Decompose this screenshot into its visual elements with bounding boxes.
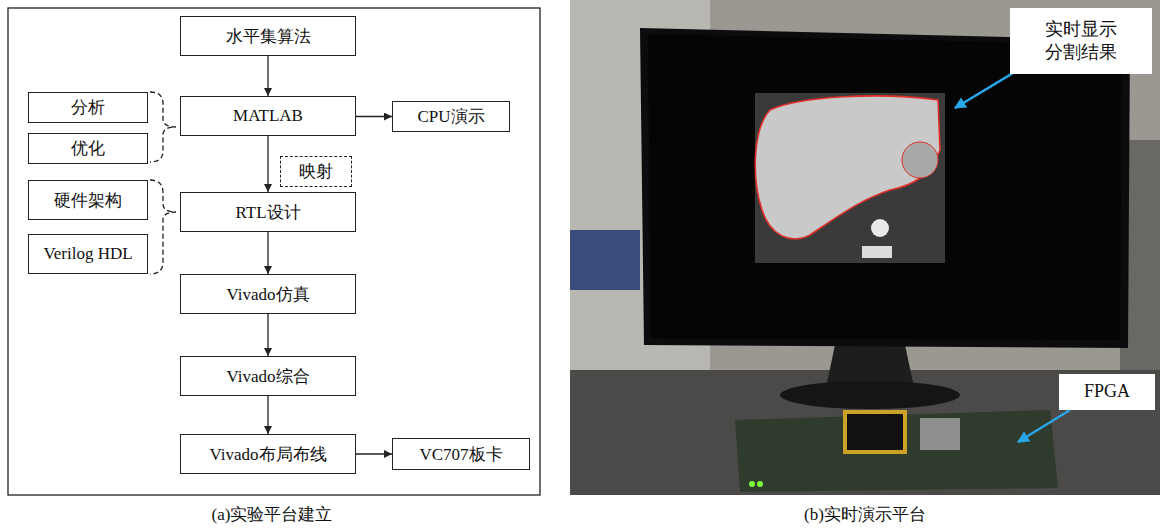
process-box: Vivado布局布线 (180, 434, 356, 474)
spine (862, 246, 892, 258)
dashed-label-box: 映射 (280, 156, 352, 187)
process-box: MATLAB (180, 96, 356, 136)
figure-caption: (b)实时演示平台 (804, 503, 926, 526)
dashed-brace (150, 180, 176, 274)
node-text: VC707板卡 (419, 443, 502, 466)
output-box: VC707板卡 (392, 438, 530, 470)
fpga-chip (845, 412, 905, 452)
node-text: MATLAB (233, 106, 303, 126)
node-text: 水平集算法 (226, 25, 311, 48)
node-text: 映射 (299, 160, 333, 183)
stomach (902, 142, 938, 178)
desk (570, 370, 1160, 495)
books (570, 230, 640, 290)
figure-caption: (a)实验平台建立 (212, 503, 333, 526)
flow-arrow (267, 136, 268, 192)
board-led (749, 481, 755, 487)
callout-arrow (1018, 410, 1070, 442)
dashed-brace (150, 92, 176, 162)
ct-image (755, 93, 945, 263)
callout-box: 实时显示 分割结果 (1010, 8, 1152, 74)
board-connector (920, 418, 960, 450)
node-text: Vivado布局布线 (209, 443, 326, 466)
node-text: CPU演示 (417, 105, 484, 128)
node-text: 实时显示 分割结果 (1041, 18, 1120, 65)
note-box: 优化 (28, 133, 148, 164)
node-text: Vivado仿真 (226, 283, 309, 306)
note-box: 硬件架构 (28, 180, 148, 220)
fpga-board (735, 410, 1058, 492)
wall (570, 0, 1160, 495)
node-text: Vivado综合 (226, 365, 309, 388)
board-led (757, 481, 763, 487)
process-box: RTL设计 (180, 192, 356, 232)
flow-arrow (267, 396, 268, 434)
liver-segmentation (755, 96, 940, 239)
flow-arrow (356, 116, 392, 117)
flow-arrow (356, 453, 392, 454)
node-text: FPGA (1067, 380, 1146, 403)
flow-arrow (267, 232, 268, 274)
flow-arrow (267, 56, 268, 96)
panel-border (8, 8, 540, 495)
node-text: RTL设计 (235, 201, 300, 224)
monitor (640, 28, 1130, 348)
aorta (871, 219, 889, 237)
monitor-base (780, 381, 960, 409)
output-box: CPU演示 (392, 101, 510, 132)
note-box: 分析 (28, 92, 148, 123)
node-text: Verilog HDL (43, 244, 132, 264)
flow-arrow (267, 314, 268, 356)
callout-box: FPGA (1059, 374, 1155, 410)
process-box: Vivado综合 (180, 356, 356, 396)
note-box: Verilog HDL (28, 234, 148, 274)
node-text: 硬件架构 (54, 189, 122, 212)
node-text: 分析 (71, 96, 105, 119)
monitor-screen (648, 34, 1122, 340)
node-text: 优化 (71, 137, 105, 160)
process-box: 水平集算法 (180, 16, 356, 56)
label-text: (b)实时演示平台 (804, 505, 926, 524)
label-text: (a)实验平台建立 (212, 505, 333, 524)
process-box: Vivado仿真 (180, 274, 356, 314)
